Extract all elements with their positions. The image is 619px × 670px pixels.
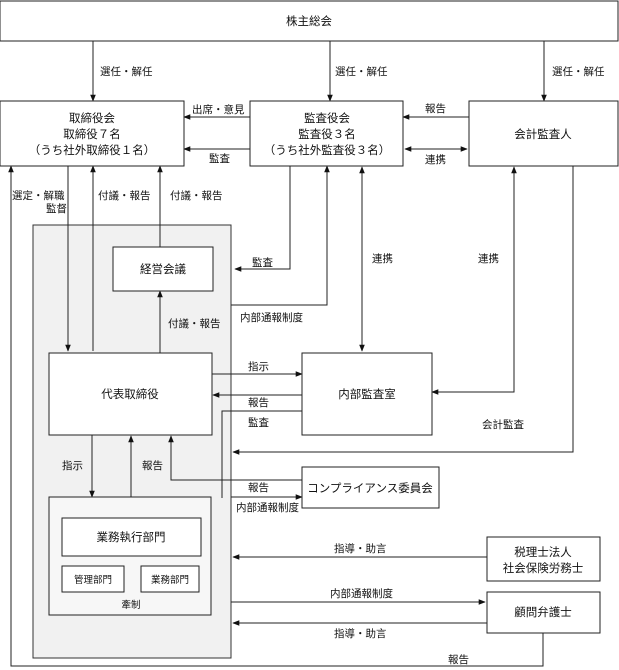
edge-label-select-dismiss: 選定・解職	[12, 189, 65, 202]
representative-director-box	[48, 352, 213, 436]
edge-label-report-exec: 報告	[142, 459, 163, 472]
edge-label-elect-dismiss-board: 選任・解任	[100, 65, 153, 78]
edge-label-instruct-exec: 指示	[62, 459, 83, 472]
tax-firm-line-2: 社会保険労務士	[503, 561, 584, 575]
edge-label-whistleblow-3: 内部通報制度	[330, 587, 393, 600]
tax-firm-box	[486, 536, 601, 582]
edge-label-elect-dismiss-audit: 選任・解任	[335, 65, 388, 78]
connectors	[8, 41, 574, 667]
edge-label-audit-internal: 監査	[248, 416, 269, 429]
audit-board-line-3: （うち社外監査役３名）	[264, 143, 391, 157]
edge-label-submit-report-mgmt-rep: 付議・報告	[168, 317, 221, 330]
edge-label-instruct-internal: 指示	[248, 360, 269, 373]
edge-label-submit-report-rep: 付議・報告	[98, 189, 151, 202]
edge-label-elect-dismiss-auditor: 選任・解任	[552, 65, 605, 78]
accounting-auditor-label: 会計監査人	[514, 127, 572, 141]
edge-label-whistleblow-1: 内部通報制度	[240, 311, 303, 324]
edge-label-report-compliance: 報告	[248, 481, 269, 494]
management-division-box	[61, 565, 125, 593]
edge-label-supervise: 監督	[46, 202, 67, 215]
edge-label-cooperate-audit-internal: 連携	[372, 252, 393, 265]
management-division-label: 管理部門	[74, 574, 112, 586]
representative-director-label: 代表取締役	[101, 387, 159, 401]
shareholders-meeting-label: 株主総会	[286, 14, 332, 28]
audit-board-line-2: 監査役３名	[298, 127, 356, 141]
edge-label-audit-mgmt: 監査	[252, 256, 273, 269]
edge-label-guidance-tax: 指導・助言	[334, 542, 387, 555]
edge-label-submit-report-mgmt: 付議・報告	[170, 189, 223, 202]
management-meeting-label: 経営会議	[140, 262, 186, 276]
board-line-1: 取締役会	[69, 111, 115, 125]
edge-label-audit-board: 監査	[209, 152, 230, 165]
compliance-committee-box	[301, 466, 440, 509]
business-execution-label: 業務執行部門	[97, 530, 166, 544]
edge-label-report-internal: 報告	[248, 396, 269, 409]
legal-counsel-box	[486, 591, 601, 634]
business-execution-box	[61, 517, 202, 557]
edge-label-attend-opinion: 出席・意見	[192, 103, 245, 116]
shareholders-meeting-box	[0, 0, 619, 42]
board-line-3: （うち社外取締役１名）	[29, 143, 156, 157]
edge-label-accounting-audit: 会計監査	[482, 418, 524, 431]
tax-firm-line-1: 税理士法人	[514, 545, 572, 559]
edge-label-cooperate-internal-auditor: 連携	[478, 252, 499, 265]
audit-board-box	[249, 100, 404, 167]
audit-board-line-1: 監査役会	[304, 111, 350, 125]
edge-label-report-legal: 報告	[448, 653, 469, 666]
internal-audit-office-label: 内部監査室	[338, 387, 396, 401]
internal-audit-office-box	[301, 352, 433, 436]
business-division-box	[140, 565, 200, 593]
accounting-auditor-box	[468, 100, 619, 167]
edge-label-cooperate-audit-auditor: 連携	[425, 153, 446, 166]
edge-label-report-auditor: 報告	[425, 102, 446, 115]
legal-counsel-label: 顧問弁護士	[514, 605, 572, 619]
edge-label-guidance-legal: 指導・助言	[334, 627, 387, 640]
compliance-committee-label: コンプライアンス委員会	[307, 481, 433, 495]
management-meeting-box	[112, 246, 214, 292]
board-line-2: 取締役７名	[63, 127, 121, 141]
edge-label-whistleblow-2: 内部通報制度	[236, 501, 299, 514]
business-division-label: 業務部門	[151, 574, 189, 586]
restraint-label: 牽制	[121, 599, 140, 611]
board-box	[0, 100, 185, 167]
